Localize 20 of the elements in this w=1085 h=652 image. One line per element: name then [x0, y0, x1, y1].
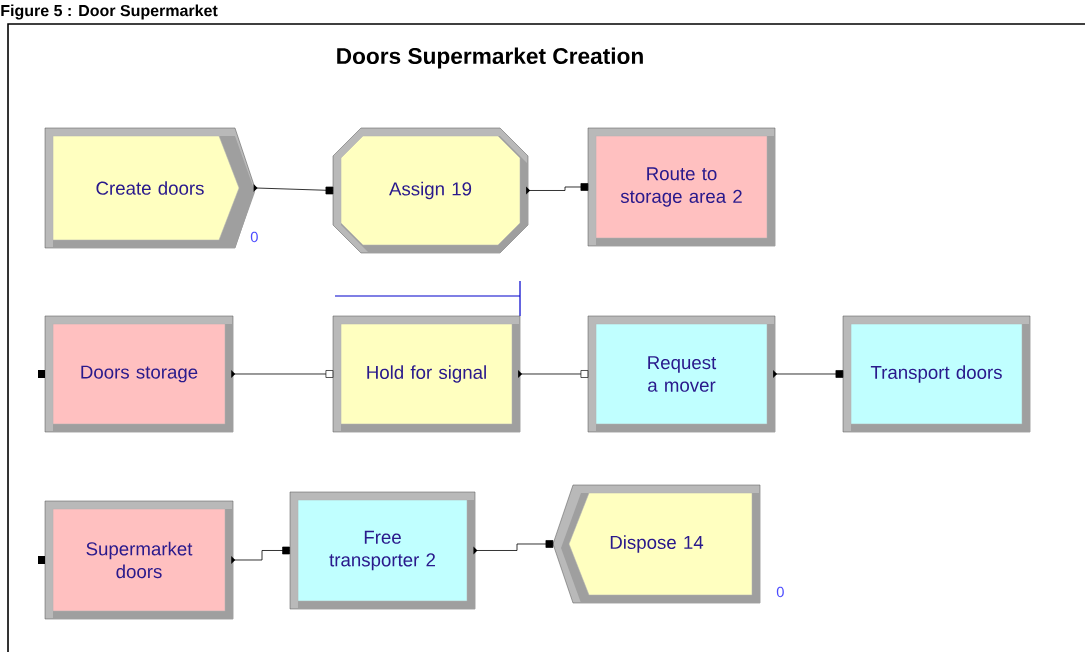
diagram-title: Doors Supermarket Creation — [337, 47, 643, 69]
process-box: Route to storage area 2 — [587, 127, 776, 247]
figure-caption: Figure 5 : Door Supermarket — [1, 4, 218, 20]
connector — [475, 540, 554, 551]
assign-module: Assign 19 — [332, 127, 531, 254]
count-label: 0 — [776, 586, 784, 598]
connector — [255, 186, 334, 195]
connector — [519, 370, 589, 378]
connector — [232, 370, 334, 378]
process-box: Free transporter 2 — [289, 491, 478, 610]
process-box: Hold for signal — [332, 315, 523, 433]
count-label: 0 — [250, 231, 258, 243]
process-box: Supermarket doors — [44, 500, 236, 620]
dispose-module: Dispose 14 — [552, 484, 761, 604]
process-box: Request a mover — [587, 315, 778, 433]
process-box: Transport doors — [842, 315, 1031, 433]
process-box: Doors storage — [44, 315, 236, 433]
connector — [527, 183, 589, 191]
connector — [774, 370, 844, 378]
connector — [232, 546, 290, 561]
